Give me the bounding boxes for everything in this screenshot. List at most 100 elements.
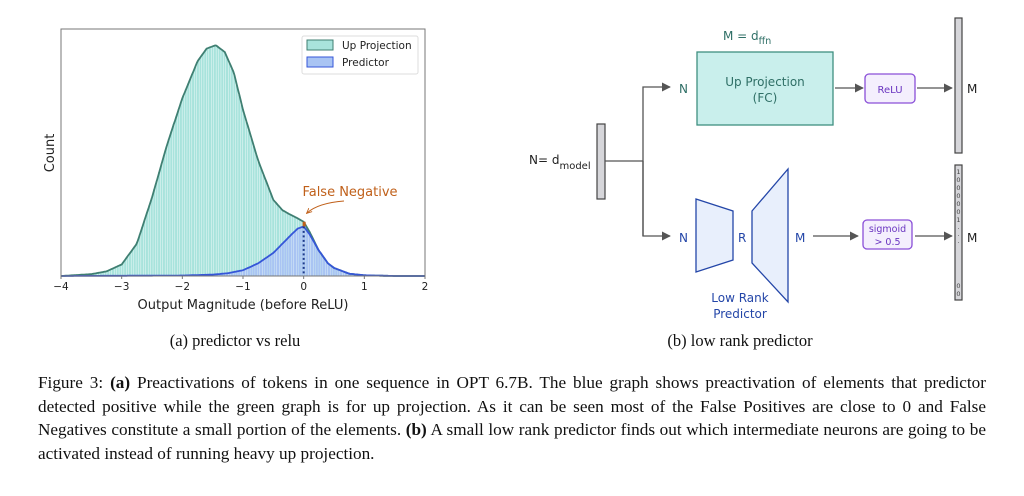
histogram-bar [216, 46, 219, 276]
mask-digit: · [957, 239, 959, 247]
m-dffn-label: M = dffn [723, 29, 771, 47]
histogram-bar [247, 267, 250, 276]
m-out-bottom-label: M [967, 231, 977, 245]
histogram-bar [243, 113, 246, 276]
histogram-bar [175, 116, 178, 276]
histogram-bar [262, 174, 265, 276]
rank-r-label: R [738, 231, 746, 245]
histogram-bar [274, 202, 277, 276]
histogram-bar [233, 271, 236, 276]
histogram-bar [340, 270, 343, 276]
histogram-bar [218, 48, 221, 276]
histogram-bar [128, 252, 131, 276]
histogram-bar [269, 193, 272, 276]
histogram-bar [138, 234, 141, 276]
false-negative-annotation: False Negative [302, 185, 397, 200]
histogram-bar [155, 180, 158, 276]
histogram-bar [107, 270, 110, 276]
histogram-bar [332, 267, 335, 276]
histogram-bar [279, 208, 282, 276]
low-rank-label: Low Rank [711, 291, 768, 305]
mask-digit: 0 [956, 290, 960, 298]
x-tick-label: −2 [175, 281, 190, 293]
histogram-bar [228, 272, 231, 276]
histogram-bar [187, 83, 190, 276]
sigmoid-label: sigmoid [869, 224, 906, 235]
m-mid-label: M [795, 231, 805, 245]
histogram-bar [255, 264, 258, 276]
x-axis-label: Output Magnitude (before ReLU) [138, 298, 349, 313]
histogram-bar [158, 172, 161, 276]
histogram-bar [121, 262, 124, 276]
histogram-bar [245, 121, 248, 276]
subfigure-a-caption: (a) predictor vs relu [169, 331, 301, 350]
histogram-bar [245, 268, 248, 276]
histogram-bar [250, 266, 253, 276]
histogram-bar [204, 50, 207, 276]
histogram-bar [230, 272, 233, 276]
histogram-bar [170, 131, 173, 276]
histogram-bar [255, 154, 258, 276]
histogram-bar [94, 273, 97, 276]
histogram-bar [308, 234, 311, 276]
histogram-bar [276, 247, 279, 276]
sigmoid-box [862, 219, 913, 250]
histogram-bar [247, 130, 250, 276]
histogram-bar [289, 235, 292, 276]
mask-digit: 0 [956, 184, 960, 192]
histogram-bar [325, 261, 328, 276]
caption-b-tag: (b) [405, 420, 427, 440]
histogram-bar [209, 47, 212, 276]
histogram-bar [235, 271, 238, 276]
low-rank-predictor-diagram: M = dffn Up Projection (FC) N= dmodel N … [529, 17, 977, 321]
histogram-bar [264, 180, 267, 276]
histogram-bar [104, 271, 107, 276]
predictor-bars [121, 226, 384, 276]
histogram-bar [206, 48, 209, 276]
histogram-bar [167, 138, 170, 276]
up-projection-sublabel: (FC) [753, 91, 778, 105]
histogram-bar [177, 109, 180, 277]
histogram-bar [279, 245, 282, 276]
predictor-label: Predictor [713, 307, 767, 321]
mask-digit: · [957, 232, 959, 240]
legend: Up Projection Predictor [301, 35, 419, 75]
histogram-bar [109, 269, 112, 276]
histogram-bar [257, 162, 260, 276]
threshold-label: > 0.5 [874, 237, 900, 248]
histogram-bar [145, 212, 148, 276]
output-vector-top [954, 17, 963, 154]
histogram-bar [116, 266, 119, 276]
n-bottom-label: N [679, 231, 688, 245]
histogram-bar [269, 254, 272, 276]
histogram-bar [179, 101, 182, 276]
legend-swatch-up-projection [306, 39, 334, 51]
histogram-bar [192, 71, 195, 276]
x-tick-label: 1 [361, 281, 368, 293]
mask-digit: 0 [956, 208, 960, 216]
histogram-bar [235, 85, 238, 276]
histogram-bar [172, 124, 175, 277]
histogram-bar [131, 249, 134, 276]
histogram-bar [226, 57, 229, 276]
histogram-bar [194, 65, 197, 276]
histogram-bar [233, 75, 236, 277]
histogram-bar [223, 273, 226, 276]
legend-predictor: Predictor [342, 57, 390, 69]
caption-b-text: A small low rank predictor finds out whi… [38, 420, 986, 463]
histogram-bar [330, 266, 333, 276]
histogram-bar [240, 270, 243, 276]
histogram-bar [99, 272, 102, 276]
histogram-bar [267, 256, 270, 276]
up-projection-label: Up Projection [725, 75, 805, 89]
histogram-bar [327, 264, 330, 276]
histogram-bar [199, 57, 202, 277]
histogram-bar [223, 52, 226, 277]
mask-digit: 1 [956, 168, 960, 176]
input-vector [596, 123, 606, 200]
histogram-bar [252, 265, 255, 276]
histogram-bar [264, 257, 267, 276]
